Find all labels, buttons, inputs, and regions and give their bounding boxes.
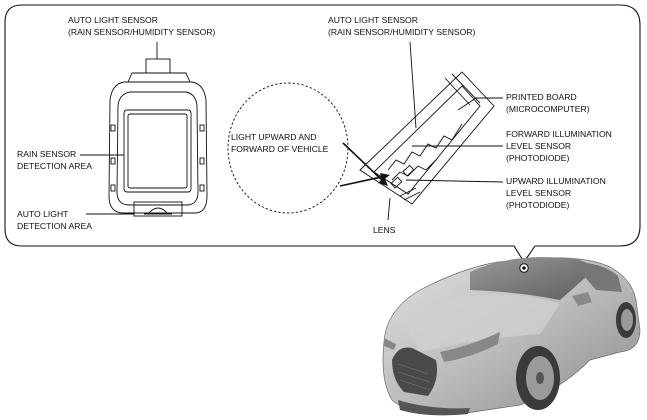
light-arrow-upward-head bbox=[378, 177, 388, 186]
forward-sensor-label: FORWARD ILLUMINATION LEVEL SENSOR (PHOTO… bbox=[506, 129, 614, 163]
leader-upward-sensor bbox=[405, 179, 504, 183]
light-arrow-upward bbox=[342, 142, 385, 183]
leader-printed-board bbox=[457, 97, 477, 111]
right-sensor-title: AUTO LIGHT SENSOR (RAIN SENSOR/HUMIDITY … bbox=[328, 15, 476, 37]
callout-frame bbox=[4, 4, 641, 264]
left-sensor-drawing bbox=[108, 58, 208, 217]
leader-lens bbox=[387, 197, 391, 221]
car-illustration bbox=[382, 257, 641, 416]
light-direction-label: LIGHT UPWARD AND FORWARD OF VEHICLE bbox=[231, 132, 329, 154]
leader-right-title bbox=[409, 41, 417, 129]
rain-detection-label: RAIN SENSOR DETECTION AREA bbox=[17, 149, 92, 171]
printed-board-label: PRINTED BOARD (MICROCOMPUTER) bbox=[506, 92, 590, 114]
autolight-detection-label: AUTO LIGHT DETECTION AREA bbox=[17, 209, 92, 231]
lens-label: LENS bbox=[373, 225, 396, 235]
upward-sensor-label: UPWARD ILLUMINATION LEVEL SENSOR (PHOTOD… bbox=[506, 176, 608, 210]
left-sensor-title: AUTO LIGHT SENSOR (RAIN SENSOR/HUMIDITY … bbox=[68, 15, 216, 37]
